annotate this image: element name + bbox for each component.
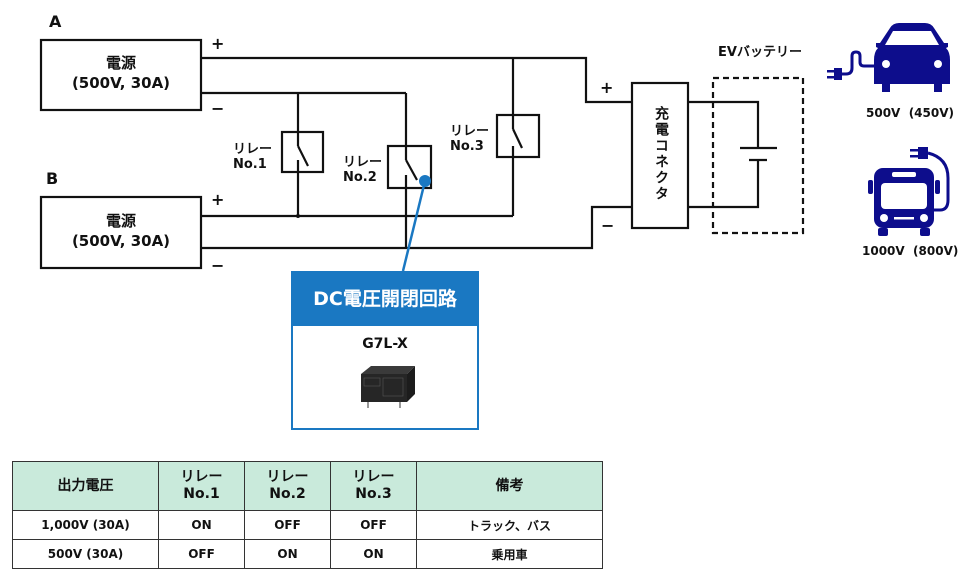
cell-output-voltage: 500V (30A) [12, 539, 159, 569]
header-relay-1: リレー No.1 [158, 461, 245, 511]
relay-2-switch [405, 159, 418, 181]
relay-1-box [280, 130, 325, 174]
header-relay-3: リレー No.3 [330, 461, 417, 511]
supply-a-label: 電源 (500V, 30A) [41, 53, 201, 93]
table-row: 500V (30A) OFF ON ON 乗用車 [12, 539, 603, 569]
connector-plus: + [600, 78, 614, 97]
supply-b-rating: (500V, 30A) [71, 232, 171, 250]
battery-wire-plus [688, 100, 760, 148]
car-voltage-label: 500V (450V) [866, 106, 954, 120]
supply-b-plus: + [211, 190, 225, 209]
supply-a-minus: − [211, 99, 225, 118]
callout-title: DC電圧開閉回路 [293, 273, 477, 326]
cell-notes: トラック、バス [416, 510, 603, 540]
table-row: 1,000V (30A) ON OFF OFF トラック、バス [12, 510, 603, 540]
relay-model-label: G7L-X [362, 336, 408, 352]
bus-charging-icon [868, 147, 950, 236]
supply-b-box [39, 195, 203, 270]
relay-1-label-line2: No.1 [233, 157, 267, 172]
wire-b-minus [201, 205, 632, 250]
cell-relay-3: OFF [330, 510, 417, 540]
relay-3-label-line1: リレー [450, 124, 490, 139]
supply-b-id: B [46, 169, 59, 188]
connector-minus: − [601, 216, 615, 235]
cell-relay-1: OFF [158, 539, 245, 569]
relay-3-box [495, 113, 541, 159]
bus-voltage-label: 1000V (800V) [862, 244, 959, 258]
dc-switching-callout: DC電圧開閉回路 G7L-X [291, 271, 479, 430]
ev-battery-box [711, 76, 805, 235]
supply-b-label: 電源 (500V, 30A) [41, 211, 201, 251]
header-notes: 備考 [416, 461, 603, 511]
supply-b-minus: − [211, 256, 225, 275]
supply-a-name: 電源 [105, 54, 136, 72]
relay-2-label-line2: No.2 [343, 170, 377, 185]
header-relay-2: リレー No.2 [244, 461, 331, 511]
relay-2-label-line1: リレー [343, 155, 383, 170]
cell-notes: 乗用車 [416, 539, 603, 569]
callout-pointer [401, 180, 427, 272]
supply-a-rating: (500V, 30A) [71, 74, 171, 92]
relay-2-box [386, 144, 433, 190]
supply-b-name: 電源 [105, 212, 136, 230]
header-output-voltage: 出力電圧 [12, 461, 159, 511]
circuit-diagram [39, 23, 950, 272]
wire-a-plus [201, 56, 632, 104]
table-header-row: 出力電圧 リレー No.1 リレー No.2 リレー No.3 備考 [12, 461, 603, 511]
relay-3-label: リレー No.3 [450, 124, 489, 154]
cell-output-voltage: 1,000V (30A) [12, 510, 159, 540]
relay-1-switch [297, 145, 309, 167]
cell-relay-3: ON [330, 539, 417, 569]
cell-relay-1: ON [158, 510, 245, 540]
car-charging-icon [827, 23, 950, 92]
supply-a-box [39, 38, 203, 112]
battery-wire-minus [688, 160, 760, 209]
junction-dot [296, 214, 300, 218]
relay-1-label: リレー No.1 [233, 142, 272, 172]
callout-pointer-dot [419, 175, 431, 187]
relay-product-image [361, 366, 415, 408]
relay-2-label: リレー No.2 [343, 155, 382, 185]
ev-battery-label: EVバッテリー [718, 45, 802, 60]
supply-a-plus: + [211, 34, 225, 53]
charger-connector-label: 充電コネクタ [653, 106, 669, 202]
charger-connector-box [630, 81, 690, 230]
relay-3-switch [512, 128, 523, 149]
supply-a-id: A [49, 12, 62, 31]
relay-1-label-line1: リレー [233, 142, 273, 157]
relay-3-label-line2: No.3 [450, 139, 484, 154]
relay-mode-table: 出力電圧 リレー No.1 リレー No.2 リレー No.3 備考 1,000… [12, 461, 603, 569]
cell-relay-2: OFF [244, 510, 331, 540]
cell-relay-2: ON [244, 539, 331, 569]
